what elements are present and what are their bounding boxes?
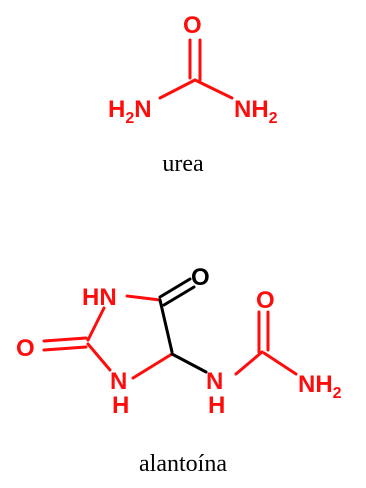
allantoin-link-nh-h: H xyxy=(208,392,225,419)
allantoin-ring-co2-bond-1 xyxy=(42,336,88,343)
urea-structure: O H2N NH2 urea xyxy=(108,12,278,177)
allantoin-chain-oxygen: O xyxy=(256,287,275,314)
allantoin-structure: O HN O N H N H O NH2 alantoína xyxy=(16,264,342,477)
allantoin-ring-co-bond-1 xyxy=(158,277,192,299)
urea-name-label: urea xyxy=(162,151,204,177)
urea-cn-left-bond xyxy=(158,78,197,100)
allantoin-ring-oxygen-left: O xyxy=(16,335,35,362)
allantoin-ring-oxygen-top: O xyxy=(191,264,210,291)
allantoin-ring-hn: HN xyxy=(82,284,117,311)
urea-cn-right-bond xyxy=(193,78,234,100)
allantoin-nh-to-c-bond xyxy=(234,350,264,376)
allantoin-ring-bond-hn-c2 xyxy=(86,306,106,342)
allantoin-ring-bond-c2-nh xyxy=(86,342,112,372)
allantoin-ring-nh-h: H xyxy=(112,392,129,419)
allantoin-c-to-nh2-bond xyxy=(262,351,298,376)
allantoin-ring-co-bond-2 xyxy=(162,285,196,307)
allantoin-ring-nh: N xyxy=(110,368,127,395)
allantoin-ring-bond-hn-c xyxy=(125,294,162,302)
urea-nh2-right: NH2 xyxy=(234,96,278,127)
allantoin-ring-bond-nh-c xyxy=(131,352,174,380)
allantoin-ring-co2-bond-2 xyxy=(42,345,88,352)
urea-oxygen: O xyxy=(183,12,202,39)
allantoin-chain-nh2: NH2 xyxy=(298,371,342,402)
urea-nh2-left: H2N xyxy=(108,96,152,127)
allantoin-name-label: alantoína xyxy=(139,451,227,477)
allantoin-link-nh: N xyxy=(206,368,223,395)
allantoin-ring-to-nh-bond xyxy=(170,352,208,374)
allantoin-ring-bond-c-c xyxy=(158,298,174,354)
